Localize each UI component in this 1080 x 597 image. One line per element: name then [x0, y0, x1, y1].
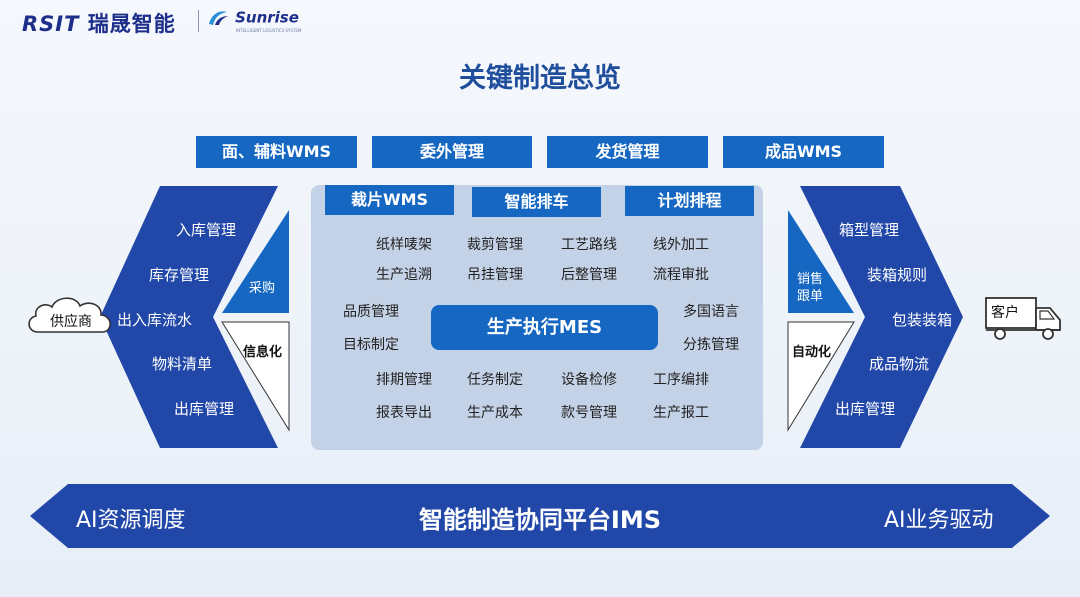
module-smart-scheduling: 智能排车 [472, 187, 601, 217]
truck-icon [985, 297, 1061, 340]
ai-business-label: AI业务驱动 [884, 508, 994, 533]
left-item: 入库管理 [176, 221, 237, 239]
sales-follow-triangle [788, 210, 854, 313]
mes-core: 生产执行MES [431, 305, 658, 350]
mes-item: 线外加工 [653, 237, 709, 253]
mes-item: 分拣管理 [683, 337, 739, 353]
mes-item: 排期管理 [376, 372, 432, 388]
page-title: 关键制造总览 [459, 63, 621, 94]
right-item: 箱型管理 [839, 221, 900, 239]
mes-item: 流程审批 [653, 267, 709, 283]
right-item: 包装装箱 [892, 311, 953, 329]
mes-item: 款号管理 [561, 405, 617, 421]
right-diagram-shapes [787, 186, 963, 448]
right-item: 装箱规则 [867, 266, 928, 284]
module-finished-wms: 成品WMS [723, 136, 884, 168]
right-item: 出库管理 [835, 400, 896, 418]
right-chevron [800, 186, 963, 448]
sunrise-logo-subtitle: INTELLIGENT LOGISTICS SYSTEM [236, 28, 302, 33]
automation-triangle [787, 321, 855, 432]
mes-item: 生产报工 [653, 405, 709, 421]
mes-item: 目标制定 [343, 337, 399, 353]
follow-label: 跟单 [797, 289, 824, 304]
sales-label: 销售 [797, 272, 824, 287]
ai-resource-label: AI资源调度 [76, 508, 186, 533]
mes-item: 生产成本 [467, 405, 523, 421]
mes-item: 任务制定 [467, 372, 523, 388]
mes-item: 多国语言 [683, 304, 739, 320]
sunrise-logo: Sunrise INTELLIGENT LOGISTICS SYSTEM [206, 7, 301, 33]
supplier-label: 供应商 [50, 314, 92, 330]
module-plan-scheduling: 计划排程 [625, 186, 754, 216]
informatization-label: 信息化 [243, 345, 283, 360]
left-item: 出入库流水 [117, 311, 193, 329]
left-chevron [100, 186, 278, 448]
platform-arrow [30, 484, 1050, 548]
automation-label: 自动化 [792, 345, 832, 360]
customer-label: 客户 [991, 305, 1019, 321]
sunrise-logo-text: Sunrise [235, 8, 299, 27]
platform-title: 智能制造协同平台IMS [418, 506, 662, 534]
module-cut-piece-wms: 裁片WMS [325, 185, 454, 215]
right-item: 成品物流 [869, 355, 930, 373]
purchase-label: 采购 [249, 281, 276, 296]
mes-item: 吊挂管理 [467, 267, 523, 283]
left-item: 库存管理 [149, 266, 210, 284]
left-item: 物料清单 [152, 355, 213, 373]
mes-item: 纸样唛架 [376, 237, 432, 253]
left-item: 出库管理 [174, 400, 235, 418]
sunrise-swoosh-icon [209, 10, 228, 25]
mes-item: 裁剪管理 [467, 237, 523, 253]
mes-item: 品质管理 [343, 304, 399, 320]
mes-item: 生产追溯 [376, 267, 432, 283]
rsit-logo-text: RSIT [22, 12, 80, 36]
module-shipping: 发货管理 [547, 136, 708, 168]
mes-item: 报表导出 [376, 405, 432, 421]
module-fabric-wms: 面、辅料WMS [196, 136, 357, 168]
mes-item: 设备检修 [561, 372, 617, 388]
rsit-logo-cn: 瑞晟智能 [87, 12, 176, 36]
mes-item: 后整管理 [561, 267, 617, 283]
left-diagram-shapes [100, 186, 290, 448]
mes-item: 工艺路线 [561, 237, 617, 253]
rsit-logo: RSIT 瑞晟智能 [22, 8, 176, 38]
purchase-triangle [222, 210, 289, 313]
logo-divider [198, 10, 199, 32]
informatization-triangle [221, 321, 290, 432]
cloud-icon [28, 297, 111, 333]
mes-item: 工序编排 [653, 372, 709, 388]
module-outsourcing: 委外管理 [372, 136, 532, 168]
